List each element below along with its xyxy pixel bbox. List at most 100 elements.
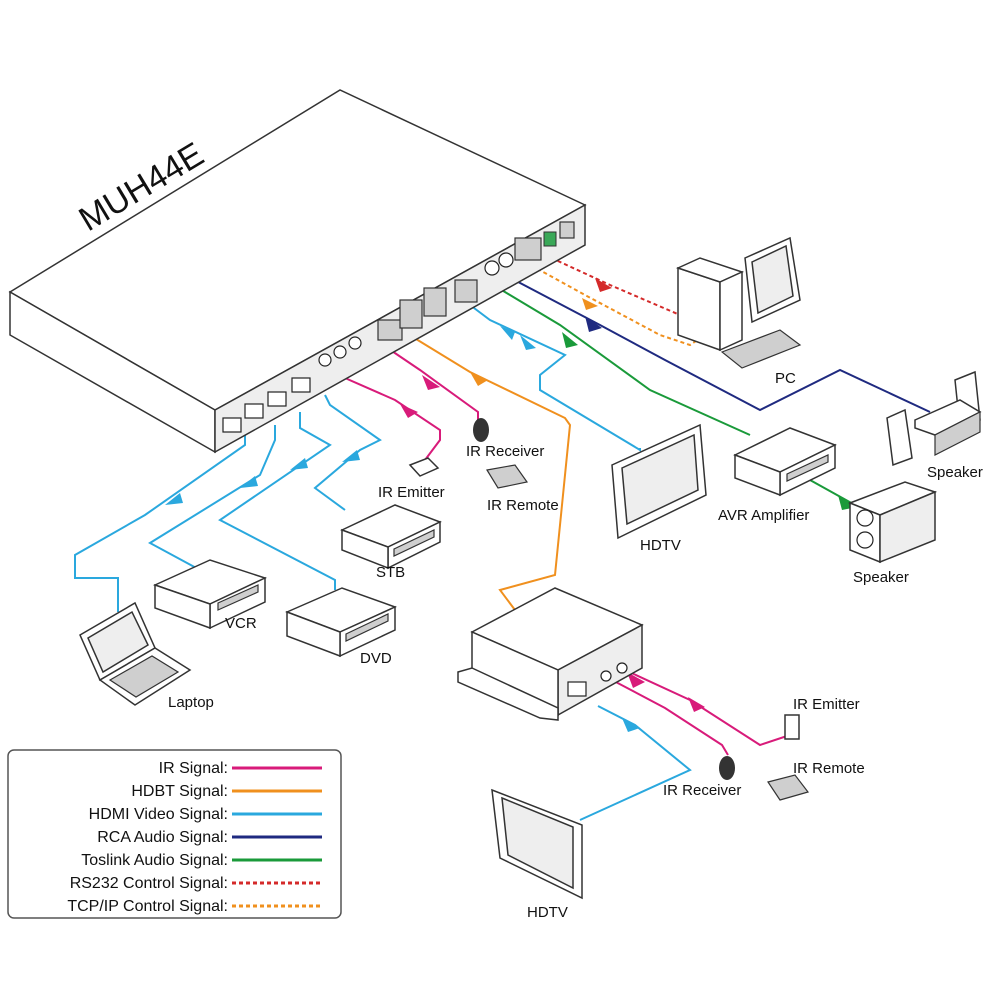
toslink-wire [484,279,751,436]
stb-label: STB [376,564,405,581]
rca-wire [504,274,931,413]
hdtv-bottom-screen [501,796,574,890]
pc-keyboard [720,329,802,369]
vcr-device: VCR [152,559,268,632]
pc-tower-side [719,270,743,352]
legend-label-3: RCA Audio Signal: [97,829,228,846]
legend-label-1: HDBT Signal: [131,783,228,800]
legend-label-6: TCP/IP Control Signal: [67,898,228,915]
laptop-display [87,610,149,674]
legend-label-5: RS232 Control Signal: [70,875,228,892]
vcr-slot [217,584,259,611]
dvd-tray [345,613,389,642]
legend: IR Signal: HDBT Signal: HDMI Video Signal:… [7,749,342,919]
vcr-side [154,583,211,630]
speaker-right-device: Speaker [886,370,983,481]
output-block-1 [399,299,423,329]
speaker-bottom-cone-2 [856,531,874,549]
hdtv-top-label: HDTV [640,537,681,554]
hdmi-output-port [454,279,478,303]
laptop-label: Laptop [168,694,214,711]
receiver-flange [457,667,559,721]
avr-panel [786,454,829,482]
arrow-ir-bottom-1 [627,672,645,688]
hdtv-top-device: HDTV [611,423,707,554]
pc-device: PC [675,236,802,387]
hdtv-bottom-device: HDTV [491,788,583,921]
arrows [165,278,857,732]
speaker-bottom-cone-1 [856,509,874,527]
hdmi-input-port-1 [222,417,242,433]
ir-port-3 [348,336,362,350]
arrow-hdmi-hdtv-top-2 [520,335,536,350]
ir-emitter-bottom-label: IR Emitter [793,696,860,713]
terminal-block [543,231,557,247]
hdmi-wire-laptop [74,435,246,612]
arrow-tcpip [582,298,598,310]
speaker-bottom-front [879,490,936,564]
arrow-toslink-1 [562,332,578,348]
hdmi-wire-vcr [148,425,276,571]
legend-label-4: Toslink Audio Signal: [81,852,228,869]
hdmi-wire-dvd [218,412,336,590]
hdbt-output-port [377,319,403,341]
hdbt-receiver-device [457,587,644,721]
ir-emitter-bottom-body [784,714,800,740]
ir-emitter-top-label: IR Emitter [378,484,445,501]
ir-receiver-top: IR Receiver [466,418,544,460]
toslink-wire-speaker [809,479,856,506]
receiver-ir-port-1 [600,670,612,682]
rs232-wire [544,254,701,317]
pc-label: PC [775,370,796,387]
ir-wire-emitter-bottom [624,669,791,747]
laptop-keyboard [108,655,180,698]
power-port [559,221,575,239]
speaker-bottom-device: Speaker [847,481,938,586]
dvd-device: DVD [285,587,397,667]
rca-port-red [498,252,514,268]
arrow-rs232 [595,278,612,292]
hdmi-wire-stb [313,394,382,511]
ir-wire-receiver-top [382,344,479,420]
legend-label-2: HDMI Video Signal: [89,806,228,823]
ir-remote-bottom: IR Remote [767,760,865,801]
arrow-hdmi-hdtv-bottom [622,718,640,732]
speaker-right-left-box [886,408,913,467]
pc-monitor-screen [751,244,794,315]
hdmi-input-port-3 [267,391,287,407]
arrow-ir-bottom-2 [688,697,705,712]
arrow-ir-top-1 [400,404,418,418]
output-block-2 [423,287,447,317]
hdmi-wire-hdtv-top [469,304,641,452]
rca-port-white [484,260,500,276]
ir-remote-top-label: IR Remote [487,497,559,514]
ir-receiver-bottom-label: IR Receiver [663,782,741,799]
avr-side [734,453,781,497]
avr-label: AVR Amplifier [718,507,809,524]
hdmi-input-port-4 [291,377,311,393]
ir-remote-bottom-body [767,774,810,801]
matrix-unit: MUH44E [8,89,587,454]
dvd-label: DVD [360,650,392,667]
arrow-hdmi-laptop [165,493,183,505]
ir-emitter-top: IR Emitter [378,457,445,501]
speaker-bottom-label: Speaker [853,569,909,586]
ir-emitter-top-body [408,457,440,477]
arrow-hdmi-dvd [290,458,308,470]
stb-side [341,528,389,570]
ir-port-1 [318,353,332,367]
speaker-right-front [934,411,981,456]
stb-panel [393,529,435,557]
legend-label-0: IR Signal: [159,760,228,777]
hdtv-bottom-label: HDTV [527,904,568,921]
hdmi-wire-hdtv-bottom [579,705,692,821]
arrow-hdmi-stb [342,450,360,462]
arrow-rca [585,316,602,332]
speaker-right-label: Speaker [927,464,983,481]
ir-port-2 [333,345,347,359]
ir-receiver-top-body [473,418,489,442]
ir-remote-top-body [486,464,529,489]
vcr-label: VCR [225,615,257,632]
ir-remote-top: IR Remote [486,464,559,514]
